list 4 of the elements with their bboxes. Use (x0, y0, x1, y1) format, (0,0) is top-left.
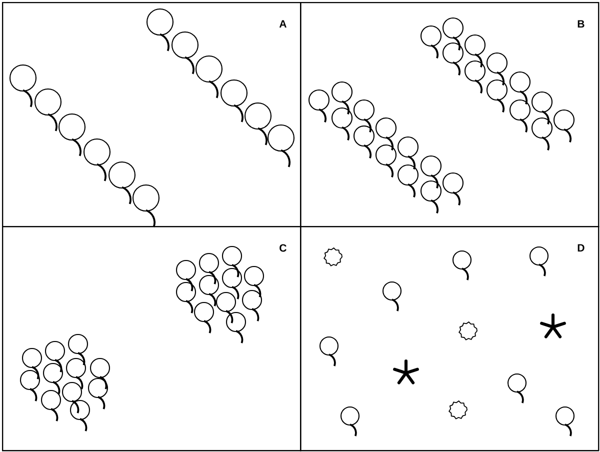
panel-letter: A (279, 20, 286, 28)
panel-letter: C (280, 244, 286, 252)
panel-letter: D (578, 244, 584, 252)
panel-letter: B (578, 20, 584, 28)
